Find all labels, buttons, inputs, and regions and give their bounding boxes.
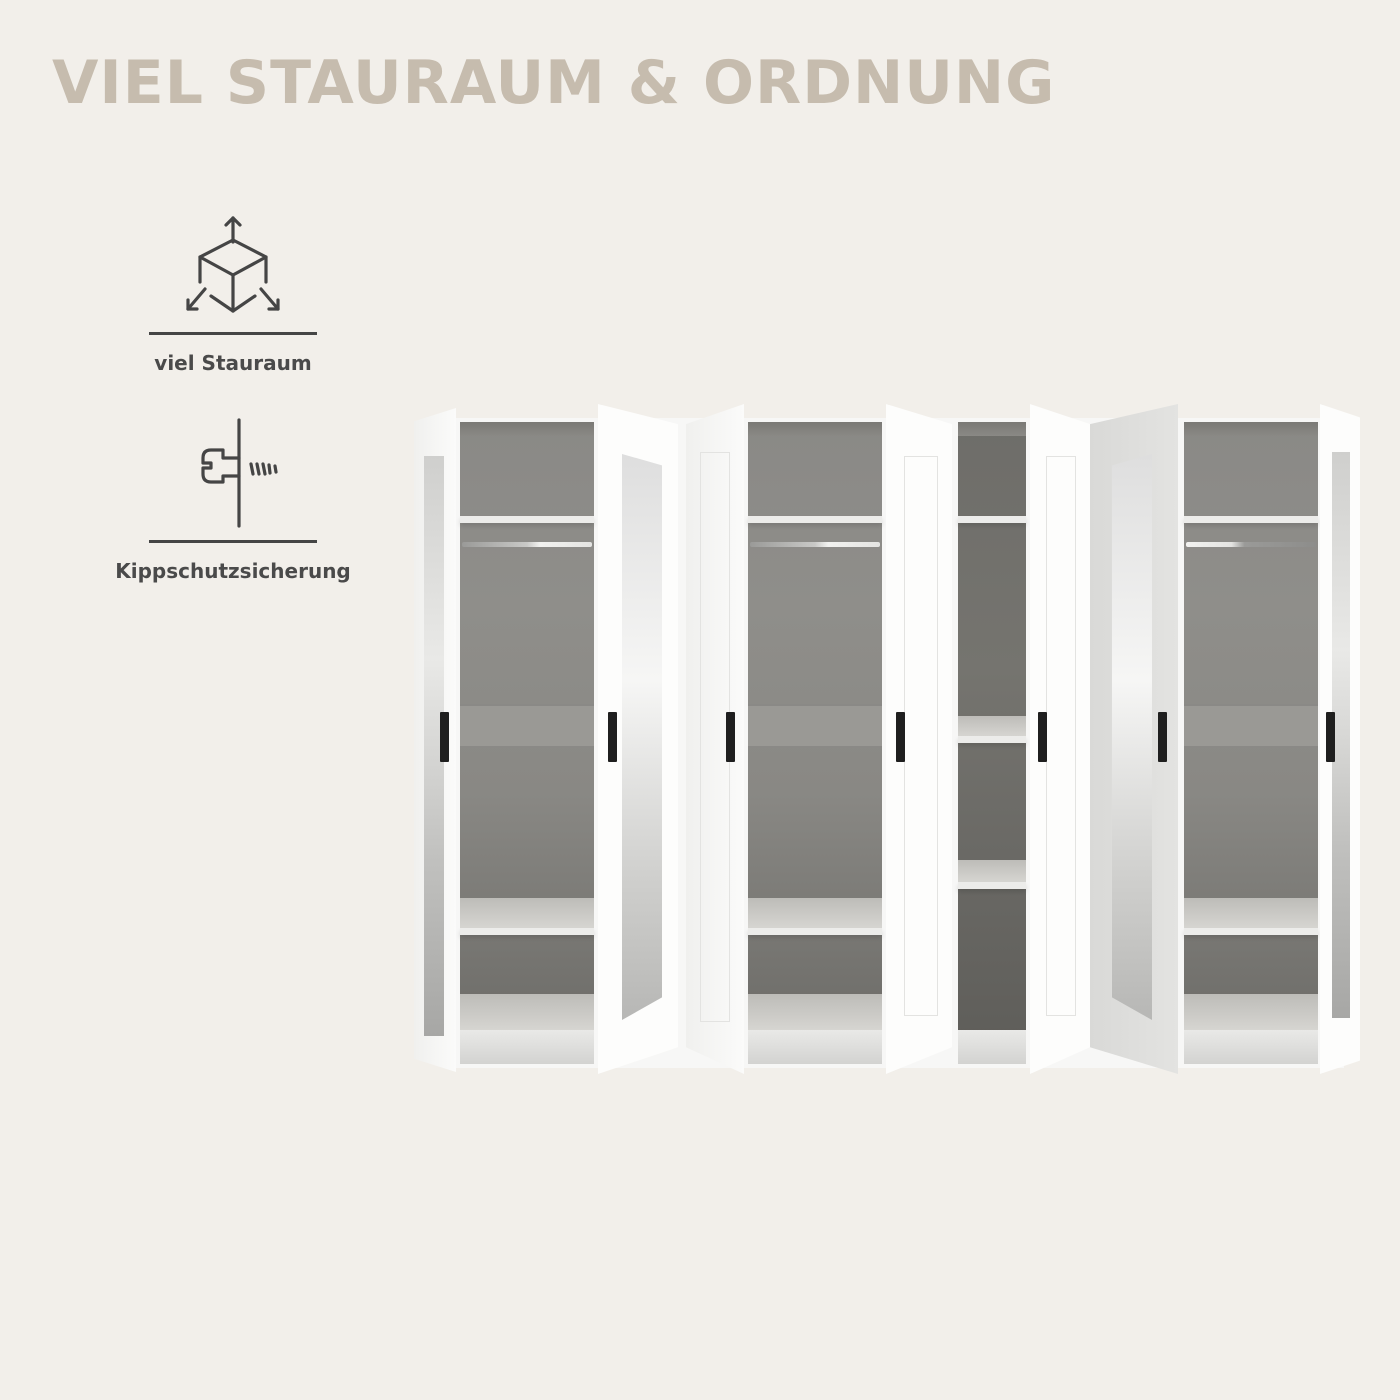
door-handle[interactable] [440, 712, 449, 762]
shelf-top [748, 422, 882, 436]
shelf [460, 928, 594, 935]
shelf-top [1184, 422, 1318, 436]
hanging-rail [462, 542, 592, 547]
door-mirror [1332, 452, 1350, 1018]
shelf [1184, 516, 1318, 523]
shelf-surface [1184, 898, 1318, 928]
cube-expand-icon [186, 216, 280, 313]
plinth [958, 1030, 1026, 1064]
plinth [748, 1030, 882, 1064]
door-handle[interactable] [1326, 712, 1335, 762]
shelf-divider [1184, 704, 1318, 748]
feature-label: Kippschutzsicherung [115, 559, 351, 583]
feature-storage: viel Stauraum [103, 212, 363, 375]
door-panel [904, 456, 938, 1016]
divider [149, 540, 317, 543]
shelf [748, 928, 882, 935]
shelf-divider [460, 704, 594, 748]
shelf [958, 516, 1026, 523]
shelf-surface [958, 860, 1026, 882]
shelf [958, 736, 1026, 743]
shelf [748, 516, 882, 523]
door-handle[interactable] [1038, 712, 1047, 762]
shelf-surface [460, 898, 594, 928]
door-mirror [622, 454, 662, 1020]
hanging-rail [1186, 542, 1316, 547]
shelf-top [958, 422, 1026, 436]
door-handle[interactable] [896, 712, 905, 762]
shelf [958, 882, 1026, 889]
shelf-surface [958, 716, 1026, 736]
divider [149, 332, 317, 335]
shelf-divider [748, 704, 882, 748]
door-mirror [424, 456, 444, 1036]
door-handle[interactable] [1158, 712, 1167, 762]
hanging-rail [750, 542, 880, 547]
door-handle[interactable] [608, 712, 617, 762]
feature-anti-tip: Kippschutzsicherung [103, 418, 363, 583]
door-handle[interactable] [726, 712, 735, 762]
door-panel [1046, 456, 1076, 1016]
headline: VIEL STAURAUM & ORDNUNG [52, 48, 1056, 118]
door-mirror [1112, 454, 1152, 1020]
plinth [460, 1030, 594, 1064]
shelf-surface [748, 994, 882, 1030]
shelf [1184, 928, 1318, 935]
shelf-surface [748, 898, 882, 928]
feature-label: viel Stauraum [154, 351, 312, 375]
shelf-surface [460, 994, 594, 1030]
shelf-top [460, 422, 594, 436]
wall-anchor-screw-icon [201, 418, 278, 528]
plinth [1184, 1030, 1318, 1064]
wardrobe-illustration [414, 400, 1360, 1076]
shelf-surface [1184, 994, 1318, 1030]
shelf [460, 516, 594, 523]
